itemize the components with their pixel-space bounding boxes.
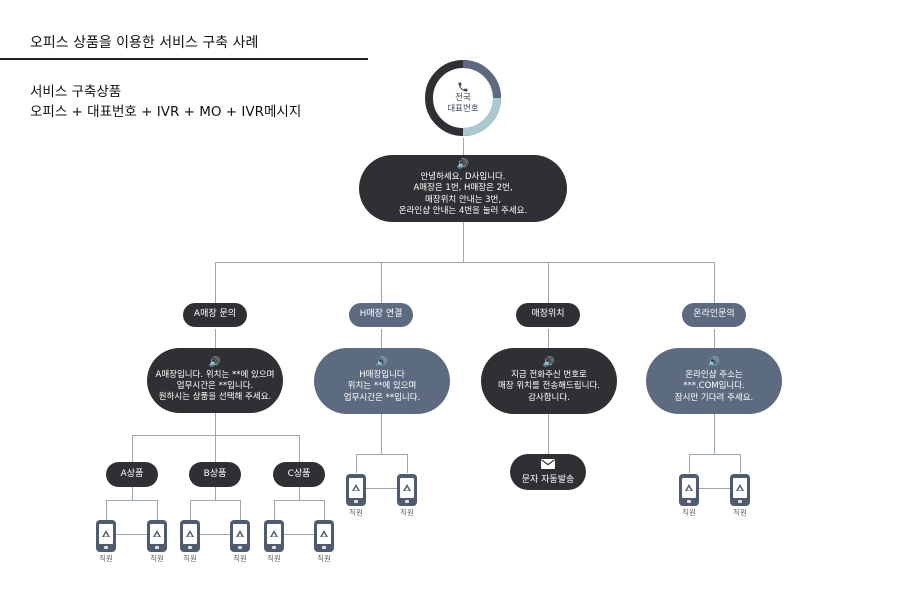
greeting-line: A매장은 1번, H매장은 2번, bbox=[413, 183, 513, 194]
h-store-message: 🔊 H매장입니다 위치는 **에 있으며 업무시간은 **입니다. bbox=[314, 348, 450, 414]
product-c: C상품 bbox=[273, 462, 325, 487]
staff-label: 직원 bbox=[99, 554, 113, 563]
sms-label: 문자 자동발송 bbox=[521, 475, 575, 485]
staff-label: 직원 bbox=[349, 508, 363, 517]
product-b: B상품 bbox=[189, 462, 241, 487]
speaker-icon: 🔊 bbox=[707, 357, 721, 369]
greeting-line: 매장위치 안내는 3번, bbox=[424, 194, 502, 205]
staff-label: 직원 bbox=[400, 508, 414, 517]
phone-icon bbox=[458, 82, 468, 92]
ring-graphic bbox=[425, 60, 501, 136]
a-store-message: 🔊 A매장입니다. 위치는 **에 있으며 업무시간은 **입니다. 원하시는 … bbox=[147, 348, 283, 413]
main-number-node: 전국 대표번호 bbox=[423, 58, 503, 138]
location-message: 🔊 지금 전화주신 번호로 매장 위치를 전송해드립니다. 감사합니다. bbox=[481, 348, 617, 414]
branch-a-store: A매장 문의 bbox=[183, 303, 247, 327]
staff-label: 직원 bbox=[267, 554, 281, 563]
speaker-icon: 🔊 bbox=[542, 357, 556, 369]
online-message: 🔊 온라인샵 주소는 ***.COM입니다. 잠시만 기다려 주세요. bbox=[646, 348, 782, 414]
branch-h-store: H매장 연결 bbox=[349, 303, 413, 327]
subtitle-service: 서비스 구축상품 bbox=[30, 84, 122, 100]
branch-location: 매장위치 bbox=[516, 303, 580, 327]
page-title: 오피스 상품을 이용한 서비스 구축 사례 bbox=[30, 35, 259, 51]
staff-phone-icon bbox=[180, 520, 200, 552]
speaker-icon: 🔊 bbox=[208, 356, 222, 368]
staff-phone-icon bbox=[96, 520, 116, 552]
staff-phone-icon bbox=[230, 520, 250, 552]
staff-label: 직원 bbox=[733, 508, 747, 517]
greeting-line: 안녕하세요, D사입니다. bbox=[420, 172, 506, 183]
staff-label: 직원 bbox=[317, 554, 331, 563]
speaker-icon: 🔊 bbox=[456, 159, 470, 171]
staff-phone-icon bbox=[314, 520, 334, 552]
staff-phone-icon bbox=[147, 520, 167, 552]
speaker-icon: 🔊 bbox=[375, 357, 389, 369]
staff-phone-icon bbox=[346, 474, 366, 506]
sms-auto-send: 문자 자동발송 bbox=[510, 454, 586, 490]
staff-phone-icon bbox=[679, 474, 699, 506]
staff-phone-icon bbox=[730, 474, 750, 506]
center-line2: 대표번호 bbox=[447, 104, 479, 114]
title-divider bbox=[0, 58, 368, 60]
greeting-message: 🔊 안녕하세요, D사입니다. A매장은 1번, H매장은 2번, 매장위치 안… bbox=[359, 155, 567, 222]
staff-label: 직원 bbox=[150, 554, 164, 563]
staff-label: 직원 bbox=[183, 554, 197, 563]
product-a: A상품 bbox=[106, 462, 158, 487]
staff-phone-icon bbox=[397, 474, 417, 506]
staff-phone-icon bbox=[264, 520, 284, 552]
staff-label: 직원 bbox=[682, 508, 696, 517]
branch-online: 온라인문의 bbox=[682, 303, 746, 327]
center-line1: 전국 bbox=[455, 93, 471, 104]
greeting-line: 온라인샵 안내는 4번을 눌러 주세요. bbox=[398, 205, 528, 216]
staff-label: 직원 bbox=[233, 554, 247, 563]
subtitle-products: 오피스 + 대표번호 + IVR + MO + IVR메시지 bbox=[30, 104, 302, 120]
envelope-icon bbox=[541, 459, 555, 469]
